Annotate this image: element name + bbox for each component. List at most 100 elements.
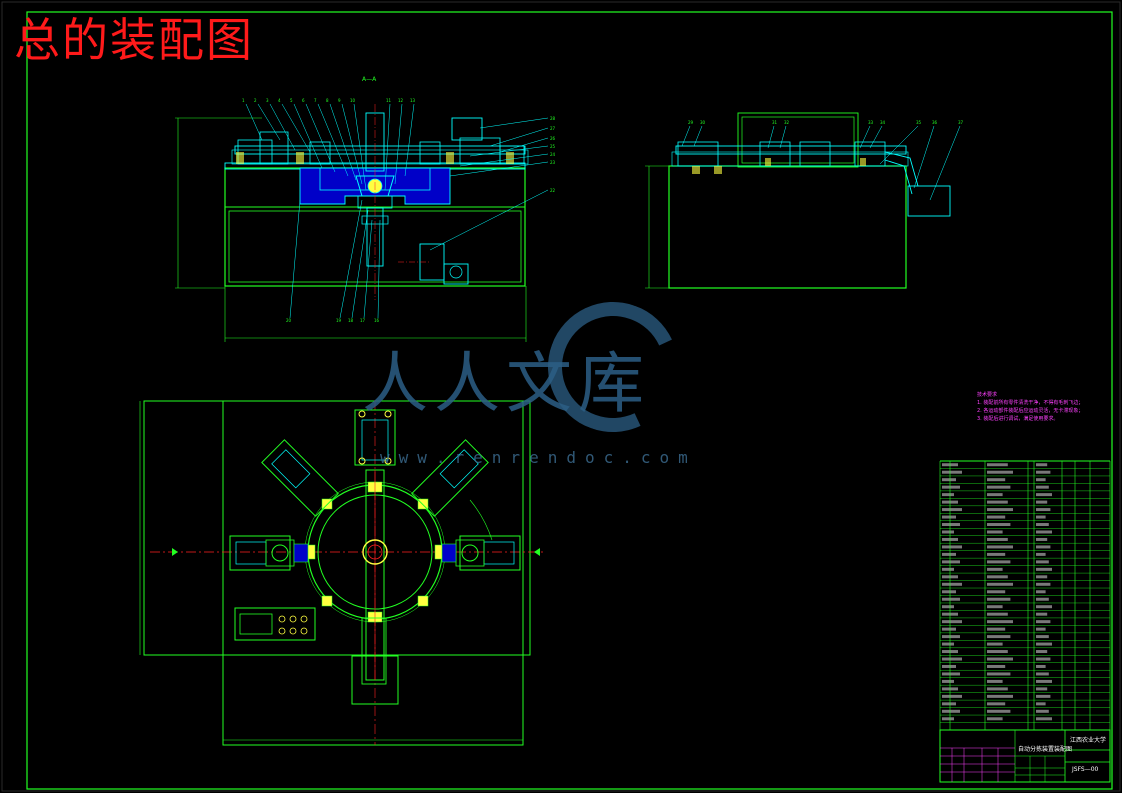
svg-text:25: 25: [550, 144, 556, 149]
parts-list-cell-text: [987, 642, 1003, 646]
parts-list-cell-text: [1036, 500, 1048, 504]
svg-text:9: 9: [338, 98, 341, 103]
parts-list-cell-text: [1036, 672, 1049, 676]
parts-list-cell-text: [1036, 470, 1051, 474]
svg-text:1: 1: [242, 98, 245, 103]
parts-list-cell-text: [1036, 657, 1051, 661]
svg-text:26: 26: [550, 136, 556, 141]
parts-list-cell-text: [987, 485, 1011, 489]
svg-text:28: 28: [550, 116, 556, 121]
parts-list-cell-text: [1036, 493, 1052, 497]
svg-text:2: 2: [254, 98, 257, 103]
title-block-drawing-no: JSFS—00: [1072, 766, 1099, 773]
parts-list-cell-text: [942, 478, 956, 482]
parts-list-cell-text: [942, 590, 956, 594]
svg-text:24: 24: [550, 152, 556, 157]
parts-list-cell-text: [942, 470, 962, 474]
svg-text:37: 37: [958, 120, 964, 125]
parts-list-cell-text: [942, 508, 962, 512]
parts-list-cell-text: [942, 627, 956, 631]
parts-list-cell-text: [1036, 694, 1051, 698]
parts-list-cell-text: [987, 590, 1006, 594]
parts-list-cell-text: [1036, 650, 1048, 654]
parts-list-cell-text: [987, 620, 1013, 624]
parts-list-cell-text: [942, 709, 960, 713]
parts-list-cell-text: [1036, 463, 1048, 467]
parts-list-cell-text: [987, 702, 1006, 706]
parts-list-cell-text: [987, 672, 1011, 676]
parts-list-cell-text: [987, 650, 1008, 654]
svg-text:27: 27: [550, 126, 556, 131]
parts-list-cell-text: [987, 552, 1006, 556]
parts-list-cell-text: [1036, 515, 1046, 519]
parts-list-cell-text: [987, 508, 1013, 512]
parts-list-cell-text: [1036, 478, 1046, 482]
parts-list-cell-text: [942, 620, 962, 624]
parts-list-cell-text: [987, 694, 1013, 698]
parts-list-cell-text: [1036, 590, 1046, 594]
parts-list-cell-text: [1036, 545, 1051, 549]
svg-text:8: 8: [326, 98, 329, 103]
parts-list-cell-text: [942, 657, 962, 661]
title-block: [939, 729, 1111, 783]
drawing-border-frame: [26, 11, 1113, 790]
svg-text:16: 16: [374, 318, 380, 323]
parts-list-cell-text: [987, 530, 1003, 534]
parts-list-cell-text: [942, 694, 962, 698]
svg-text:6: 6: [302, 98, 305, 103]
top-view: [139, 400, 545, 746]
parts-list-cell-text: [987, 717, 1003, 721]
parts-list-cell-text: [987, 605, 1003, 609]
parts-list-cell-text: [1036, 642, 1052, 646]
parts-list-cell-text: [987, 523, 1011, 527]
parts-list-cell-text: [942, 635, 960, 639]
parts-list-cell-text: [987, 709, 1011, 713]
parts-list-cell-text: [942, 560, 960, 564]
parts-list-cell-text: [1036, 530, 1052, 534]
parts-list-cell-text: [1036, 523, 1049, 527]
parts-list-cell-text: [1036, 635, 1049, 639]
parts-list-cell-text: [1036, 582, 1051, 586]
svg-text:29: 29: [688, 120, 694, 125]
svg-text:11: 11: [386, 98, 392, 103]
svg-text:31: 31: [772, 120, 778, 125]
parts-list-cell-text: [942, 605, 954, 609]
parts-list-cell-text: [987, 679, 1003, 683]
svg-text:5: 5: [290, 98, 293, 103]
parts-list-cell-text: [1036, 537, 1048, 541]
parts-list-cell-text: [942, 530, 954, 534]
tech-req-item: 3. 装配后进行调试，满足使用要求。: [977, 416, 1059, 422]
parts-list-cell-text: [942, 679, 954, 683]
parts-list-cell-text: [1036, 702, 1046, 706]
parts-list-cell-text: [942, 545, 962, 549]
parts-list-cell-text: [942, 552, 956, 556]
svg-text:35: 35: [916, 120, 922, 125]
drawing-title: 总的装配图: [14, 13, 254, 67]
svg-text:7: 7: [314, 98, 317, 103]
svg-text:18: 18: [348, 318, 354, 323]
parts-list-cell-text: [987, 515, 1006, 519]
svg-text:17: 17: [360, 318, 366, 323]
parts-list-cell-text: [942, 567, 954, 571]
tech-req-item: 2. 各运动部件装配后应运动灵活，无卡滞现象；: [977, 408, 1084, 414]
parts-list-cell-text: [1036, 687, 1048, 691]
parts-list-cell-text: [1036, 575, 1048, 579]
svg-text:22: 22: [550, 188, 556, 193]
parts-list-cell-text: [987, 582, 1013, 586]
parts-list-cell-text: [1036, 597, 1049, 601]
parts-list-cell-text: [942, 672, 960, 676]
svg-text:36: 36: [932, 120, 938, 125]
section-label: A—A: [362, 76, 377, 83]
parts-list-cell-text: [1036, 560, 1049, 564]
parts-list-cell-text: [987, 612, 1008, 616]
parts-list-cell-text: [1036, 620, 1051, 624]
parts-list-cell-text: [987, 560, 1011, 564]
svg-text:33: 33: [868, 120, 874, 125]
parts-list-cell-text: [942, 515, 956, 519]
parts-list-cell-text: [942, 664, 956, 668]
svg-text:20: 20: [286, 318, 292, 323]
title-block-drawing-name: 自动分拣装置装配图: [1018, 746, 1073, 753]
parts-list-cell-text: [987, 687, 1008, 691]
svg-text:34: 34: [880, 120, 886, 125]
